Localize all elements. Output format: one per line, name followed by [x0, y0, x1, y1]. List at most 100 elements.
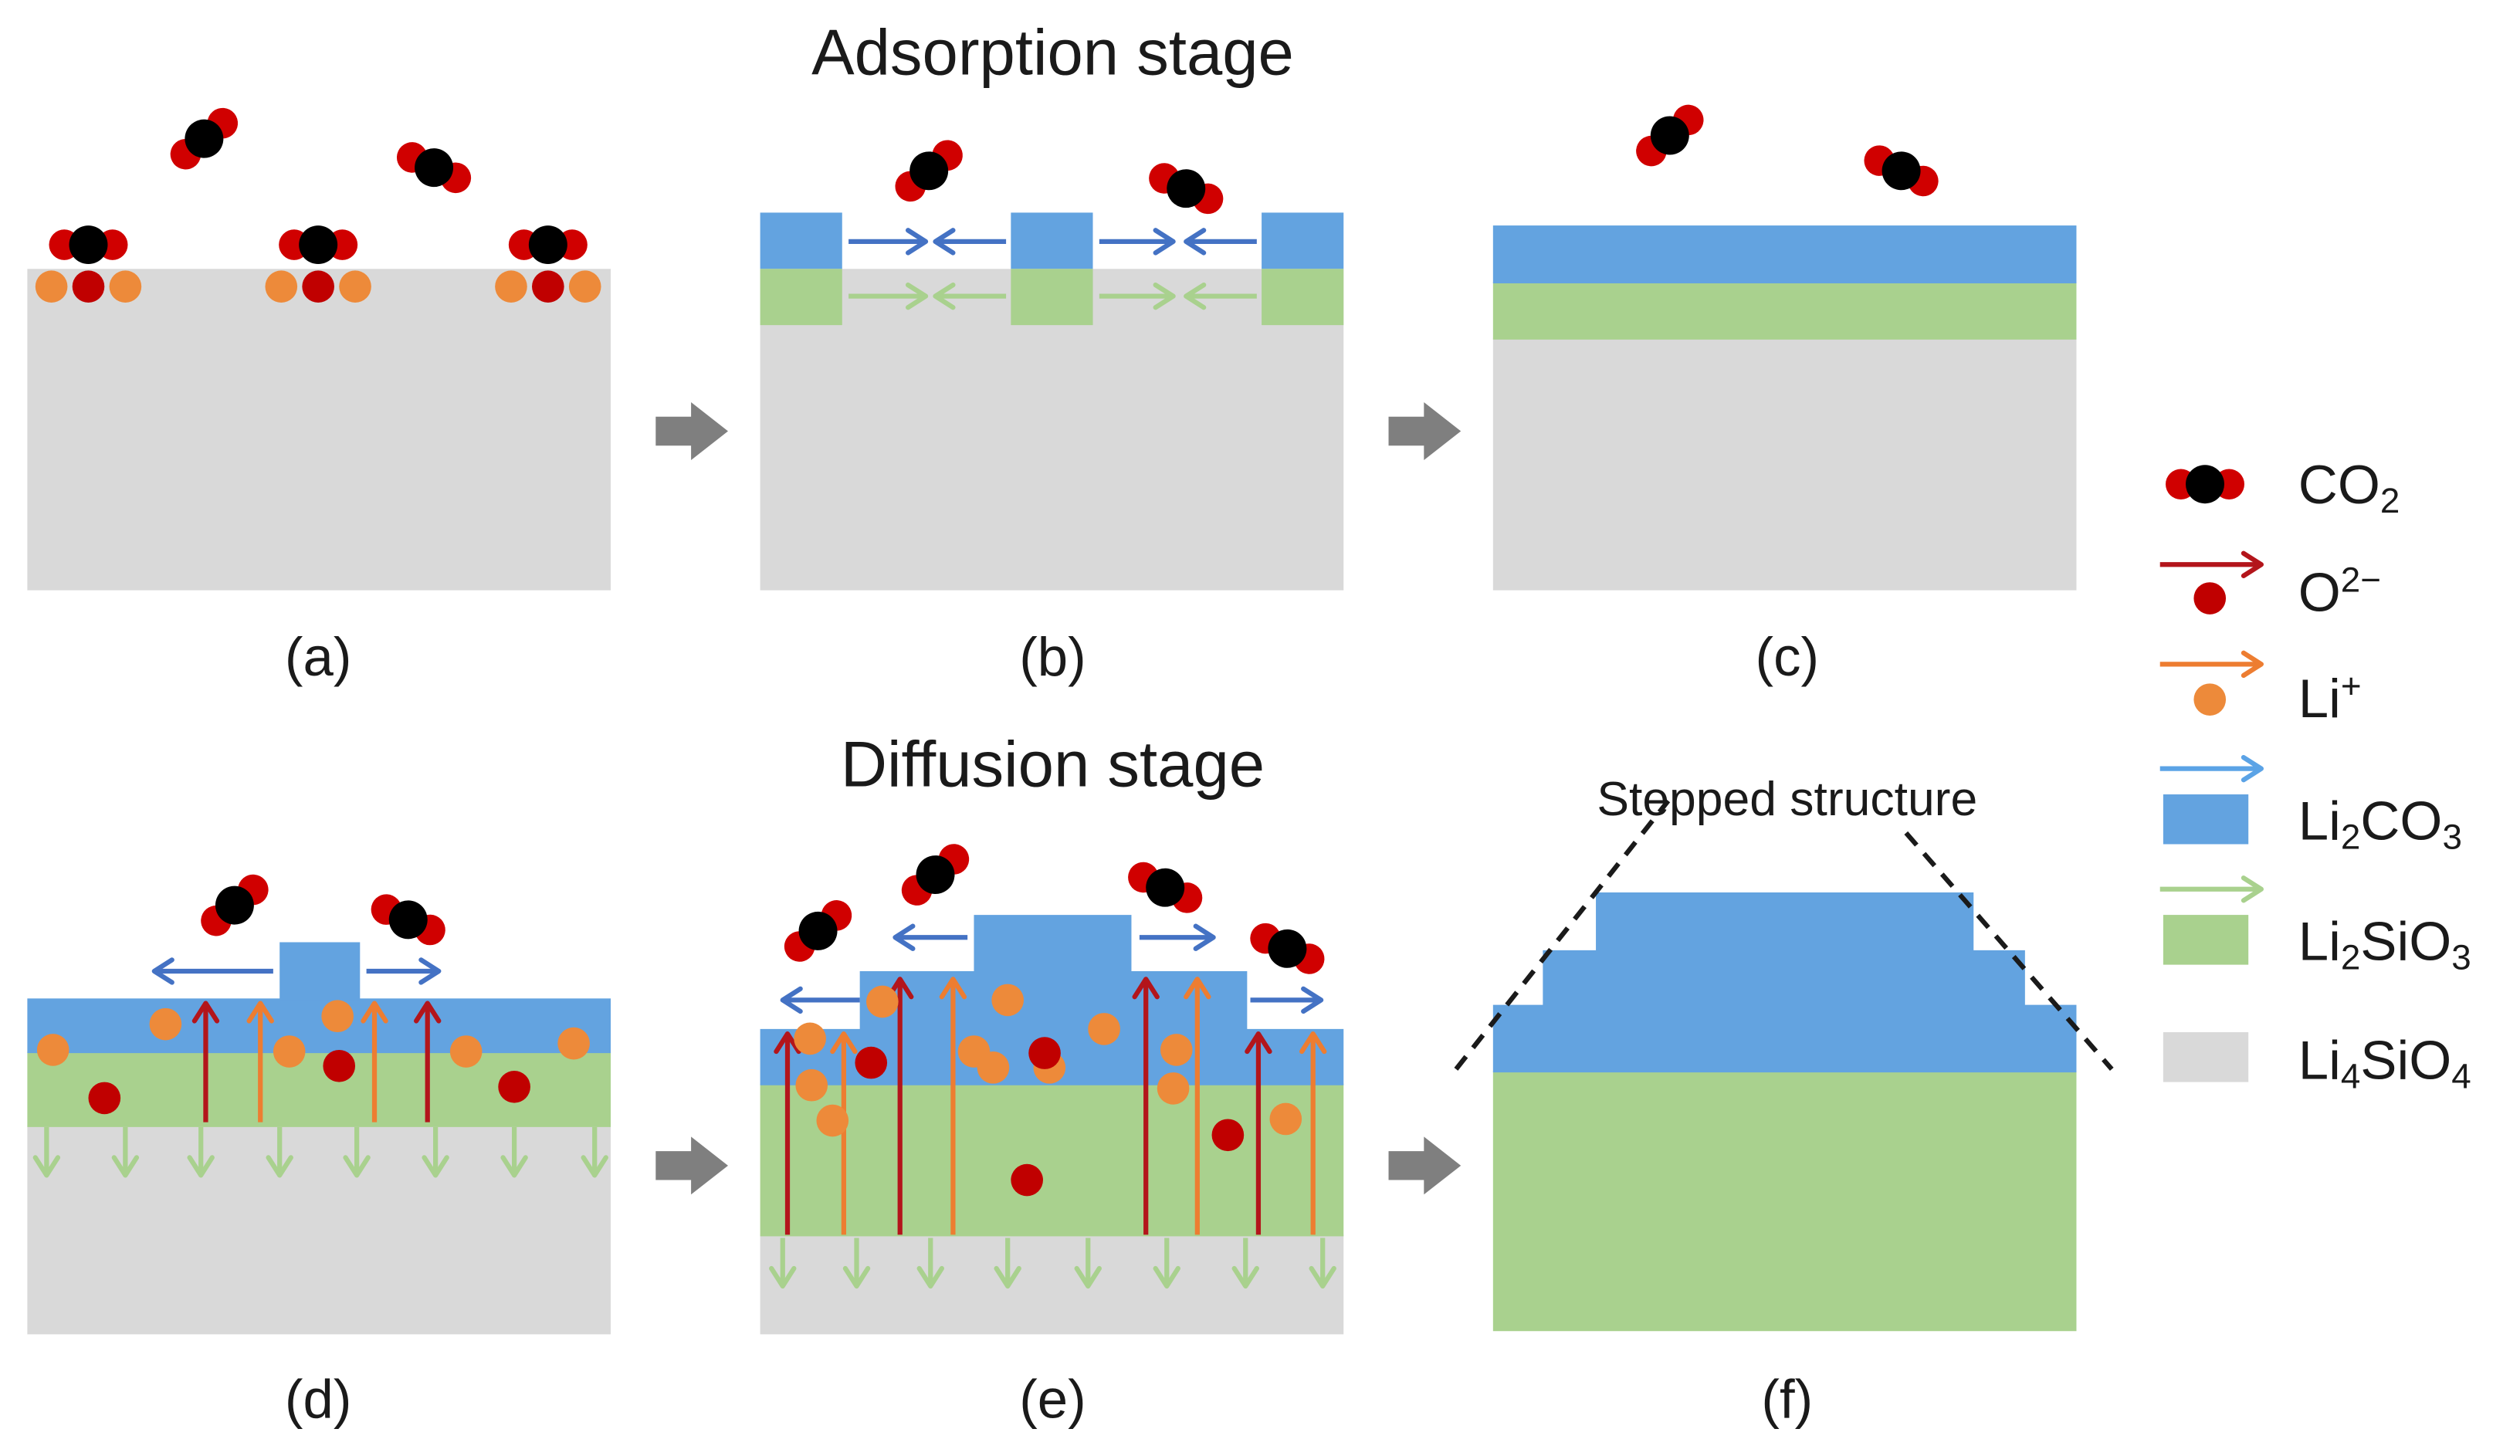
li-ion: [1269, 1102, 1302, 1136]
li2sio3-growth-arrow-head: [1153, 282, 1176, 310]
diffusion-stage-title: Diffusion stage: [841, 729, 1265, 801]
li-ion: [795, 1068, 828, 1102]
legend-label-part: SiO: [2360, 910, 2451, 971]
carbon-atom: [528, 225, 567, 265]
flow-arrow-icon: [1388, 1136, 1462, 1195]
legend-label-li: Li+: [2298, 666, 2362, 729]
li-ion: [273, 1035, 306, 1068]
legend-label-part: SiO: [2360, 1029, 2451, 1090]
carbon-atom: [2186, 465, 2224, 504]
li2sio3-down-arrow-head: [916, 1265, 944, 1289]
co2-molecule: [396, 142, 472, 194]
li-ion: [321, 1000, 354, 1033]
carbon-atom: [909, 151, 949, 191]
li2co3-layer: [1492, 225, 2077, 284]
li-ion: [495, 270, 527, 303]
legend-li2sio3-arrow-head: [2241, 875, 2264, 903]
oxide-ion: [323, 1049, 356, 1082]
li2sio3-island: [760, 269, 842, 326]
co2-molecule: [508, 225, 588, 265]
li2sio3-down-arrow-head: [343, 1155, 371, 1178]
li-ion: [977, 1051, 1010, 1084]
panel-f: Stepped structure: [1454, 772, 2114, 1332]
li2sio3-down-arrow-head: [1153, 1265, 1180, 1289]
legend-label-co2: CO2: [2298, 454, 2400, 520]
li2sio3-down-arrow-head: [266, 1155, 293, 1178]
li-ion: [35, 270, 68, 303]
legend-label-part: O: [2298, 562, 2341, 623]
li-ion: [36, 1034, 69, 1066]
li-ion: [866, 985, 899, 1018]
legend-label-part: 2: [2380, 481, 2400, 520]
li2co3-island: [1262, 212, 1344, 269]
carbon-atom: [388, 900, 428, 940]
co2-molecule: [895, 140, 963, 202]
co2-molecule: [170, 107, 239, 170]
li2sio3-growth-arrow-head: [1184, 282, 1207, 310]
co2-molecule: [2166, 465, 2244, 504]
li-ion: [265, 270, 298, 303]
li2co3-layer: [27, 998, 611, 1054]
li2co3-island: [279, 942, 361, 1001]
li2co3-growth-arrow-head: [780, 986, 803, 1014]
flow-arrow-icon: [655, 402, 728, 460]
li-diffusion-arrow-head: [830, 1031, 858, 1055]
carbon-atom: [798, 911, 838, 950]
li-ion: [339, 270, 371, 303]
li2sio3-down-arrow-head: [1231, 1265, 1259, 1289]
oxide-diffusion-arrow-head: [191, 1001, 220, 1024]
carbon-atom: [1167, 169, 1206, 208]
carbon-atom: [1650, 116, 1689, 155]
li-ion: [816, 1104, 849, 1137]
panel-c: [1492, 104, 2077, 591]
co2-molecule: [1149, 163, 1224, 215]
legend-label-part: CO: [2360, 790, 2442, 851]
oxide-diffusion-arrow-head: [1245, 1031, 1272, 1055]
carbon-atom: [415, 148, 454, 188]
li2co3-growth-arrow-head: [1301, 986, 1324, 1014]
li2co3-growth-arrow-head: [906, 228, 929, 256]
li2co3-growth-arrow-head: [1153, 228, 1176, 256]
li-ion: [1160, 1034, 1193, 1066]
stepped-guide-line-left: [1454, 799, 1671, 1071]
carbon-atom: [69, 225, 108, 265]
li2sio3-down-arrow-head: [994, 1265, 1021, 1289]
adsorption-stage-title: Adsorption stage: [811, 16, 1294, 88]
carbon-atom: [1268, 929, 1307, 968]
carbon-atom: [1882, 151, 1921, 191]
co2-molecule: [1250, 923, 1325, 974]
panel-b: [760, 140, 1344, 591]
li-ion: [991, 984, 1024, 1017]
li2sio3-down-arrow-head: [1074, 1265, 1102, 1289]
li2co3-island: [1011, 212, 1093, 269]
carbon-atom: [1146, 868, 1185, 907]
li2sio3-growth-arrow-head: [906, 282, 929, 310]
legend-label-part: 3: [2442, 817, 2461, 856]
oxide-diffusion-arrow-head: [1132, 977, 1160, 1000]
li2sio3-down-arrow-head: [187, 1155, 215, 1178]
oxide-ion: [302, 270, 334, 303]
oxide-ion: [532, 270, 564, 303]
legend-label-part: 3: [2451, 937, 2471, 977]
co2-molecule: [1128, 862, 1203, 913]
legend-label-li4sio4: Li4SiO4: [2298, 1029, 2471, 1095]
li2sio3-down-arrow-head: [581, 1155, 608, 1178]
oxide-ion: [88, 1082, 121, 1115]
legend-label-part: CO: [2298, 454, 2380, 515]
legend-li4sio4-swatch: [2163, 1032, 2249, 1082]
li2sio3-down-arrow-head: [1309, 1265, 1336, 1289]
panel-label-b: (b): [1019, 626, 1086, 687]
oxide-ion: [1028, 1037, 1061, 1069]
li-diffusion-arrow-head: [246, 1001, 274, 1024]
legend-oxide-arrow-head: [2241, 550, 2264, 578]
legend-label-o2: O2−: [2298, 560, 2381, 622]
panel-label-e: (e): [1019, 1369, 1086, 1430]
li-diffusion-arrow-head: [1184, 977, 1211, 1000]
legend-label-part: 2: [2341, 937, 2360, 977]
legend-label-part: 2−: [2341, 560, 2381, 599]
li-diffusion-arrow-head: [361, 1001, 388, 1024]
oxide-ion: [72, 270, 105, 303]
